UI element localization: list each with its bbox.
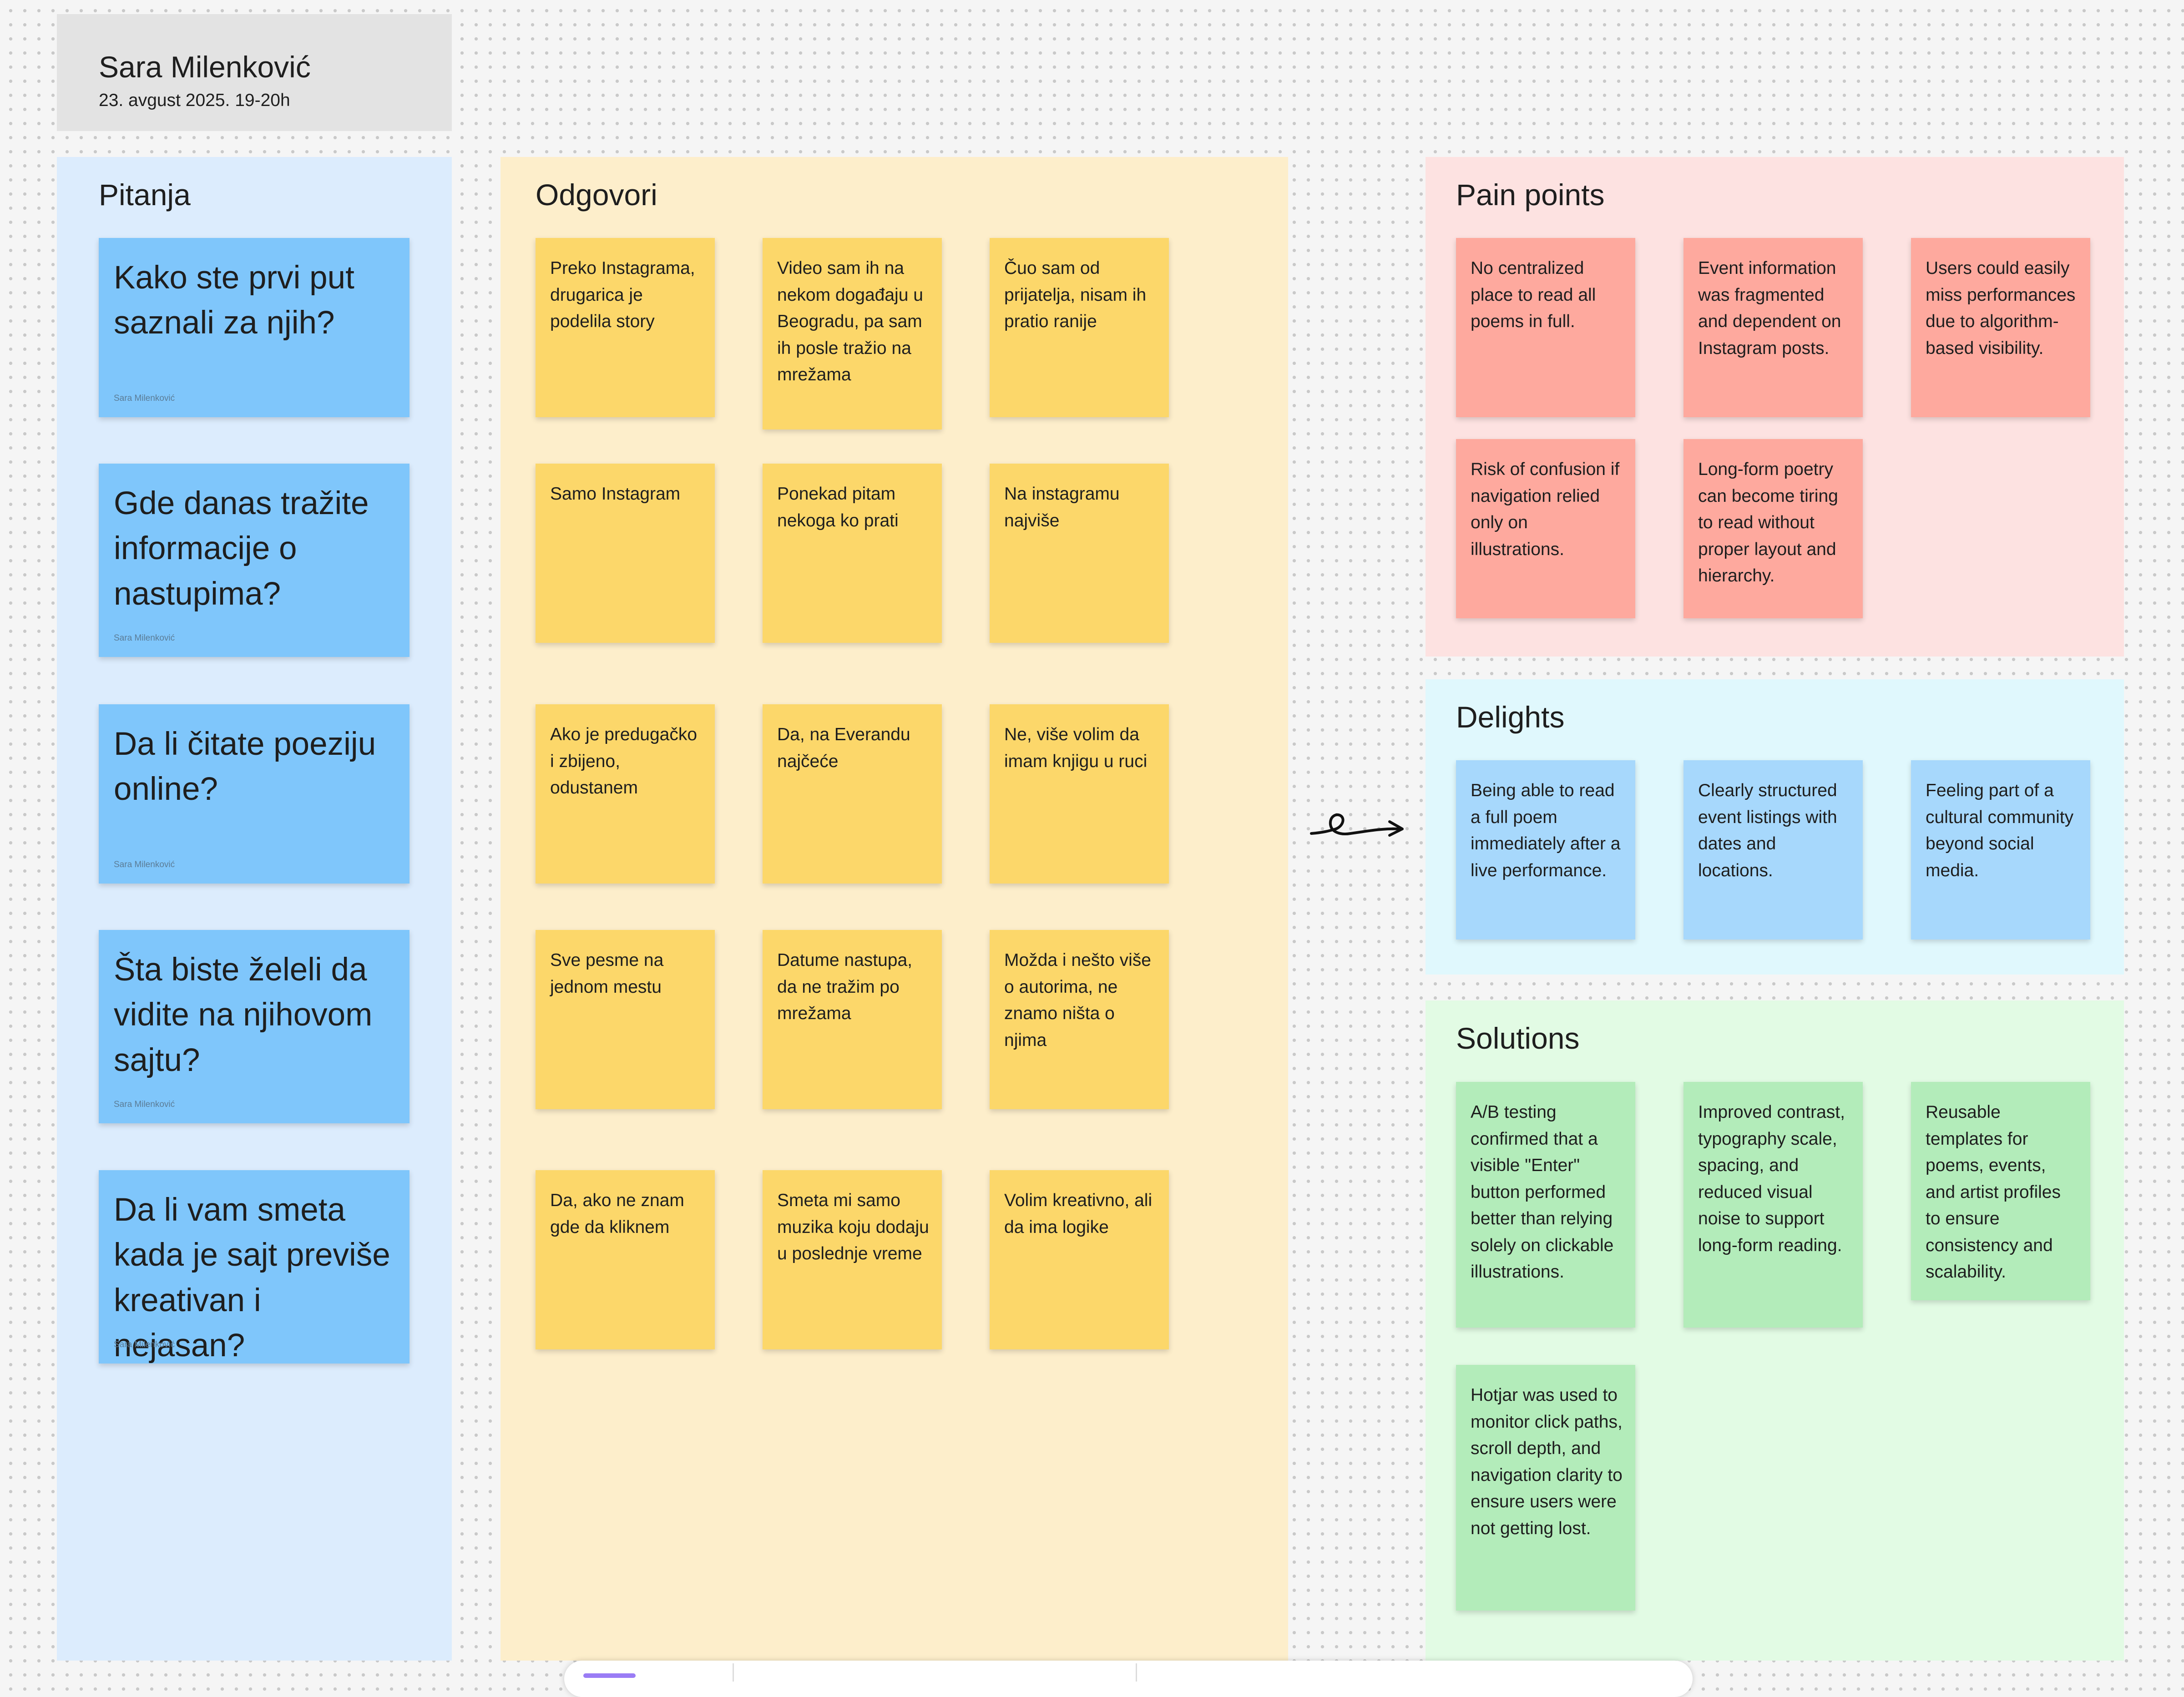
sticky-text: Users could easily miss performances due… xyxy=(1926,258,2076,358)
solution-sticky[interactable]: A/B testing confirmed that a visible "En… xyxy=(1456,1082,1635,1328)
question-sticky[interactable]: Kako ste prvi put saznali za njih? Sara … xyxy=(99,238,410,417)
sticky-text: Volim kreativno, ali da ima logike xyxy=(1004,1191,1153,1237)
solution-sticky[interactable]: Hotjar was used to monitor click paths, … xyxy=(1456,1365,1635,1611)
question-text: Kako ste prvi put saznali za njih? xyxy=(114,260,354,341)
pain-point-sticky[interactable]: Event information was fragmented and dep… xyxy=(1684,238,1863,417)
pain-point-sticky[interactable]: Users could easily miss performances due… xyxy=(1911,238,2090,417)
pain-point-sticky[interactable]: Long-form poetry can become tiring to re… xyxy=(1684,439,1863,618)
sticky-text: Možda i nešto više o autorima, ne znamo … xyxy=(1004,950,1151,1050)
header-card[interactable]: Sara Milenković 23. avgust 2025. 19-20h xyxy=(57,14,452,131)
answer-sticky[interactable]: Datume nastupa, da ne tražim po mrežama xyxy=(763,930,942,1109)
answer-sticky[interactable]: Smeta mi samo muzika koju dodaju u posle… xyxy=(763,1170,942,1349)
answer-sticky[interactable]: Volim kreativno, ali da ima logike xyxy=(990,1170,1169,1349)
question-sticky[interactable]: Da li vam smeta kada je sajt previše kre… xyxy=(99,1170,410,1364)
sticky-text: Video sam ih na nekom događaju u Beograd… xyxy=(777,258,923,384)
pain-point-sticky[interactable]: No centralized place to read all poems i… xyxy=(1456,238,1635,417)
sticky-text: Improved contrast, typography scale, spa… xyxy=(1698,1102,1845,1255)
sticky-text: Being able to read a full poem immediate… xyxy=(1471,781,1621,880)
answer-sticky[interactable]: Samo Instagram xyxy=(536,464,715,643)
sticky-text: A/B testing confirmed that a visible "En… xyxy=(1471,1102,1614,1282)
sticky-text: Na instagramu najviše xyxy=(1004,484,1120,530)
bottom-toolbar[interactable] xyxy=(564,1661,1693,1697)
sticky-text: Clearly structured event listings with d… xyxy=(1698,781,1837,880)
sticky-author: Sara Milenković xyxy=(114,1340,175,1349)
question-sticky[interactable]: Gde danas tražite informacije o nastupim… xyxy=(99,464,410,657)
delight-sticky[interactable]: Clearly structured event listings with d… xyxy=(1684,760,1863,939)
question-text: Da li čitate poeziju online? xyxy=(114,726,376,808)
scribble-arrow-icon[interactable] xyxy=(1309,804,1408,848)
sticky-text: Ne, više volim da imam knjigu u ruci xyxy=(1004,725,1148,771)
sticky-text: Smeta mi samo muzika koju dodaju u posle… xyxy=(777,1191,929,1263)
section-title: Delights xyxy=(1456,700,1565,734)
sticky-author: Sara Milenković xyxy=(114,394,175,403)
sticky-author: Sara Milenković xyxy=(114,1100,175,1109)
sticky-author: Sara Milenković xyxy=(114,860,175,869)
sticky-text: Da, ako ne znam gde da kliknem xyxy=(550,1191,684,1237)
answer-sticky[interactable]: Video sam ih na nekom događaju u Beograd… xyxy=(763,238,942,429)
sticky-text: Event information was fragmented and dep… xyxy=(1698,258,1841,358)
sticky-text: Ako je predugačko i zbijeno, odustanem xyxy=(550,725,698,798)
sticky-text: Hotjar was used to monitor click paths, … xyxy=(1471,1385,1623,1538)
solution-sticky[interactable]: Improved contrast, typography scale, spa… xyxy=(1684,1082,1863,1328)
participant-name: Sara Milenković xyxy=(99,50,311,84)
question-text: Da li vam smeta kada je sajt previše kre… xyxy=(114,1192,390,1364)
answer-sticky[interactable]: Ponekad pitam nekoga ko prati xyxy=(763,464,942,643)
section-title: Pitanja xyxy=(99,178,191,212)
question-sticky[interactable]: Da li čitate poeziju online? Sara Milenk… xyxy=(99,704,410,884)
answer-sticky[interactable]: Ako je predugačko i zbijeno, odustanem xyxy=(536,704,715,884)
sticky-text: No centralized place to read all poems i… xyxy=(1471,258,1596,331)
question-sticky[interactable]: Šta biste želeli da vidite na njihovom s… xyxy=(99,930,410,1123)
answer-sticky[interactable]: Možda i nešto više o autorima, ne znamo … xyxy=(990,930,1169,1109)
sticky-text: Reusable templates for poems, events, an… xyxy=(1926,1102,2061,1282)
sticky-text: Da, na Everandu najčeće xyxy=(777,725,910,771)
sticky-text: Ponekad pitam nekoga ko prati xyxy=(777,484,899,530)
sticky-text: Datume nastupa, da ne tražim po mrežama xyxy=(777,950,913,1023)
sticky-text: Long-form poetry can become tiring to re… xyxy=(1698,460,1838,586)
pain-point-sticky[interactable]: Risk of confusion if navigation relied o… xyxy=(1456,439,1635,618)
sticky-text: Sve pesme na jednom mestu xyxy=(550,950,664,997)
sticky-text: Risk of confusion if navigation relied o… xyxy=(1471,460,1620,559)
answer-sticky[interactable]: Na instagramu najviše xyxy=(990,464,1169,643)
answer-sticky[interactable]: Da, ako ne znam gde da kliknem xyxy=(536,1170,715,1349)
delight-sticky[interactable]: Feeling part of a cultural community bey… xyxy=(1911,760,2090,939)
answer-sticky[interactable]: Ne, više volim da imam knjigu u ruci xyxy=(990,704,1169,884)
question-text: Šta biste želeli da vidite na njihovom s… xyxy=(114,952,373,1078)
answer-sticky[interactable]: Čuo sam od prijatelja, nisam ih pratio r… xyxy=(990,238,1169,417)
section-title: Pain points xyxy=(1456,178,1605,212)
sticky-author: Sara Milenković xyxy=(114,633,175,643)
sticky-text: Čuo sam od prijatelja, nisam ih pratio r… xyxy=(1004,258,1147,331)
answer-sticky[interactable]: Preko Instagrama, drugarica je podelila … xyxy=(536,238,715,417)
sticky-text: Feeling part of a cultural community bey… xyxy=(1926,781,2074,880)
section-title: Solutions xyxy=(1456,1021,1580,1055)
solution-sticky[interactable]: Reusable templates for poems, events, an… xyxy=(1911,1082,2090,1300)
question-text: Gde danas tražite informacije o nastupim… xyxy=(114,485,369,612)
sticky-text: Preko Instagrama, drugarica je podelila … xyxy=(550,258,695,331)
session-date: 23. avgust 2025. 19-20h xyxy=(99,91,290,110)
toolbar-divider xyxy=(1136,1663,1137,1682)
section-title: Odgovori xyxy=(536,178,657,212)
answer-sticky[interactable]: Da, na Everandu najčeće xyxy=(763,704,942,884)
toolbar-selected-tool[interactable] xyxy=(583,1673,636,1678)
delight-sticky[interactable]: Being able to read a full poem immediate… xyxy=(1456,760,1635,939)
answer-sticky[interactable]: Sve pesme na jednom mestu xyxy=(536,930,715,1109)
sticky-text: Samo Instagram xyxy=(550,484,681,504)
toolbar-divider xyxy=(733,1663,734,1682)
